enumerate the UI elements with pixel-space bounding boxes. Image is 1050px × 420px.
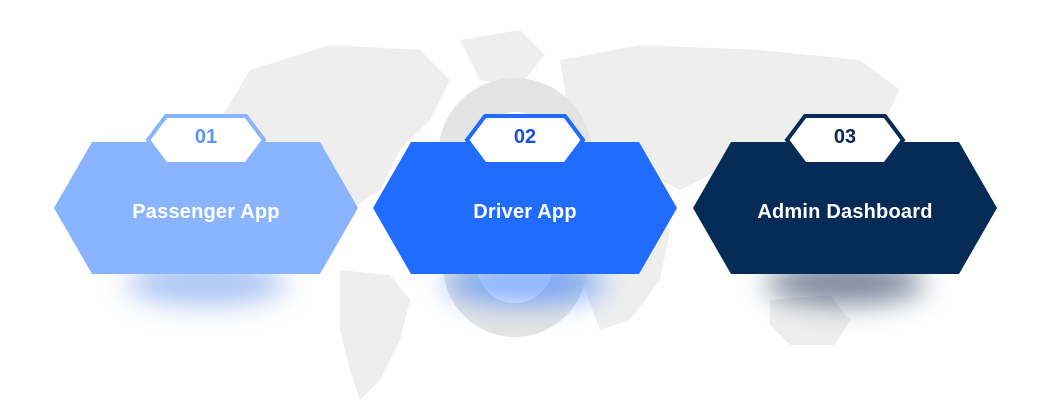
step-label: Driver App <box>473 201 577 223</box>
step-card-driver-app: 02 Driver App <box>373 112 677 312</box>
step-label: Passenger App <box>132 201 280 223</box>
continent-australia <box>770 295 850 345</box>
step-label: Admin Dashboard <box>757 201 933 223</box>
continent-greenland <box>460 30 545 85</box>
step-card-passenger-app: 01 Passenger App <box>54 112 358 312</box>
card-hexagon <box>693 114 997 274</box>
step-card-admin-dashboard: 03 Admin Dashboard <box>693 112 997 312</box>
step-number: 03 <box>833 126 857 148</box>
card-hexagon <box>54 114 358 274</box>
card-hexagon <box>373 114 677 274</box>
step-number: 02 <box>513 126 537 148</box>
continent-south-america <box>340 270 410 400</box>
step-number: 01 <box>194 126 218 148</box>
